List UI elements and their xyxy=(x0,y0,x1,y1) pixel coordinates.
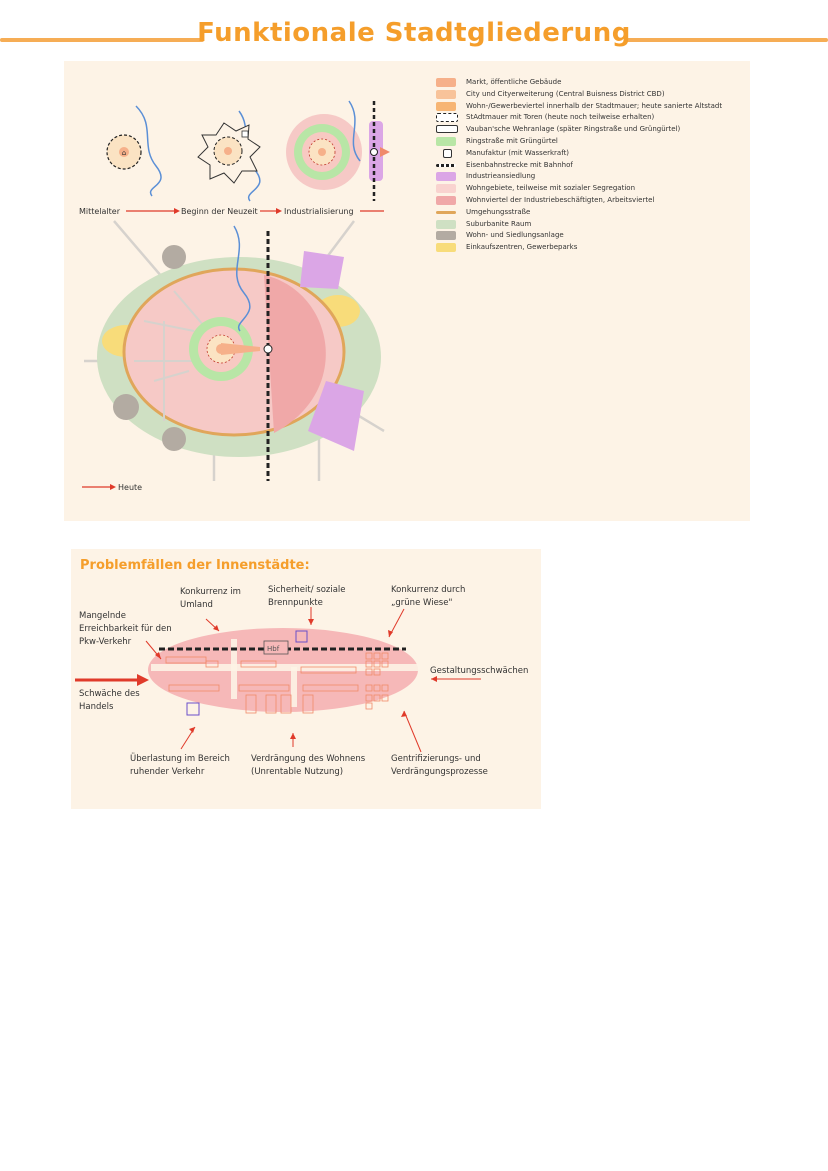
legend-label: Einkaufszentren, Gewerbeparks xyxy=(466,243,578,252)
problem-verdraengung: Verdrängung des Wohnens (Unrentable Nutz… xyxy=(251,754,366,777)
legend-label: Wohn-/Gewerbeviertel innerhalb der Stadt… xyxy=(466,101,723,110)
problem-handel: Schwäche des Handels xyxy=(79,689,140,712)
problem-gruene-wiese: Konkurrenz durch „grüne Wiese" xyxy=(391,585,466,608)
legend-swatch xyxy=(436,184,456,194)
legend-label: Wohngebiete, teilweise mit sozialer Segr… xyxy=(466,184,636,193)
stage-early-modern-icon xyxy=(197,110,261,202)
page-title: Funktionale Stadtgliederung xyxy=(197,18,631,48)
legend-swatch xyxy=(436,243,456,253)
legend-swatch xyxy=(436,219,456,229)
legend-swatch xyxy=(436,113,458,123)
legend-label: Suburbanite Raum xyxy=(466,219,532,228)
legend-label: Ringstraße mit Grüngürtel xyxy=(466,137,558,145)
legend-label: Wohnviertel der Industriebeschäftigten, … xyxy=(466,196,655,204)
legend-label: Eisenbahnstrecke mit Bahnhof xyxy=(466,160,573,169)
problem-gestaltung: Gestaltungsschwächen xyxy=(430,666,529,676)
legend-label: Vauban'sche Wehranlage (später Ringstraß… xyxy=(466,125,681,134)
legend-swatch xyxy=(436,125,458,134)
problems-title: Problemfällen der Innenstädte: xyxy=(80,558,310,573)
legend-swatch xyxy=(436,89,456,99)
problem-sicherheit: Sicherheit/ soziale Brennpunkte xyxy=(268,585,346,608)
timeline-label-mittelalter: Mittelalter xyxy=(79,207,121,216)
legend-label: Industrieansiedlung xyxy=(466,172,536,181)
problem-erreichbarkeit: Mangelnde Erreichbarkeit für den Pkw-Ver… xyxy=(79,611,172,647)
legend-label: Umgehungsstraße xyxy=(466,207,531,216)
city-today-map xyxy=(84,220,385,481)
timeline-label-neuzeit: Beginn der Neuzeit xyxy=(181,207,258,216)
legend-label: Manufaktur (mit Wasserkraft) xyxy=(466,148,570,157)
legend-swatch xyxy=(436,231,456,241)
legend-swatch xyxy=(436,101,456,111)
title-line-right xyxy=(624,38,828,42)
legend-label: Wohn- und Siedlungsanlage xyxy=(466,231,564,240)
station-label: Hbf xyxy=(267,645,280,653)
problem-ueberlastung: Überlastung im Bereich ruhender Verkehr xyxy=(130,754,230,777)
legend-swatch xyxy=(443,148,452,158)
legend-swatch xyxy=(436,137,456,146)
city-centre-problems-diagram xyxy=(75,607,481,753)
legend-swatch xyxy=(436,172,456,182)
city-development-diagram: ⌂ xyxy=(82,100,390,490)
stage-industrialization-icon xyxy=(286,100,390,201)
problem-konkurrenz-umland: Konkurrenz im Umland xyxy=(180,587,241,610)
legend-label: City und Cityerweiterung (Central Buisne… xyxy=(466,89,665,98)
svg-text:⌂: ⌂ xyxy=(122,149,126,157)
timeline-label-industrialisierung: Industrialisierung xyxy=(284,207,354,216)
legend-label: Markt, öffentliche Gebäude xyxy=(466,78,562,86)
legend-swatch xyxy=(436,196,456,205)
legend-swatch xyxy=(436,78,456,87)
legend-swatch xyxy=(436,210,456,214)
legend-swatch xyxy=(436,163,456,167)
stage-medieval-icon: ⌂ xyxy=(106,105,162,197)
legend-label: StAdtmauer mit Toren (heute noch teilwei… xyxy=(466,113,655,122)
title-line-left xyxy=(0,38,204,42)
problem-gentrifizierung: Gentrifizierungs- und Verdrängungsprozes… xyxy=(391,754,488,777)
timeline-label-heute: Heute xyxy=(118,483,143,492)
